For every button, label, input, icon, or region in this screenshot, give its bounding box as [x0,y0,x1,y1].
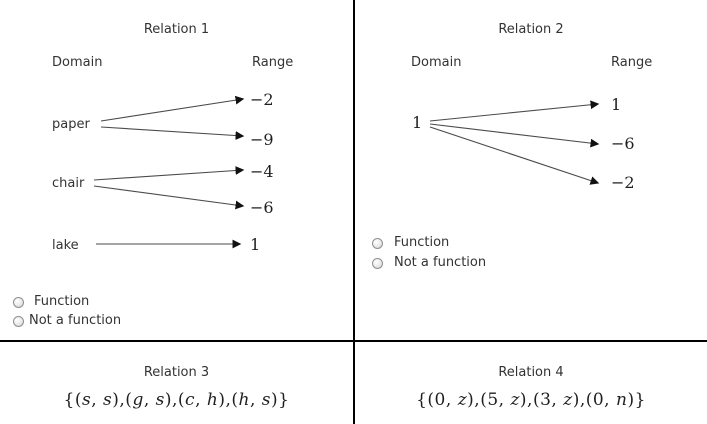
mapping-arrows [429,100,600,185]
arrow-1-neg6 [429,123,600,148]
relation-2-not-a-function-radio[interactable]: Not a function [372,256,486,270]
relation-2-panel: Relation 2 Domain Range 1 1 −6 −2 Functi… [355,0,707,340]
radio-icon[interactable] [13,315,24,327]
relation-4-panel: Relation 4 {(0, z),(5, z),(3, z),(0, n)} [355,342,707,424]
range-header: Range [252,55,294,70]
range-item: −9 [250,130,274,149]
domain-item: chair [52,176,85,191]
domain-item: lake [52,238,79,253]
arrow-chair-neg6 [93,185,245,210]
arrow-1-1 [429,100,600,122]
arrow-paper-neg2 [100,95,245,122]
range-item: 1 [611,95,622,114]
set-notation: {(0, z),(5, z),(3, z),(0, n)} [416,390,646,410]
radio-icon[interactable] [372,237,383,249]
set-notation: {(s, s),(g, s),(c, h),(h, s)} [63,390,290,410]
mapping-arrows [93,95,245,249]
relation-3-title: Relation 3 [143,365,210,380]
domain-header: Domain [52,55,103,70]
radio-label: Function [34,294,90,309]
range-item: 1 [250,235,261,254]
relation-1-title: Relation 1 [143,22,210,37]
relation-1-function-radio[interactable]: Function [13,295,89,309]
arrow-1-neg2 [429,126,600,185]
relation-1-panel: Relation 1 Domain Range paper chair lake… [0,0,353,340]
radio-icon[interactable] [13,296,24,308]
arrow-paper-neg9 [100,126,245,140]
range-item: −6 [250,198,274,217]
radio-label: Not a function [29,313,122,328]
relation-2-title: Relation 2 [498,22,564,37]
relation-3-panel: Relation 3 {(s, s),(g, s),(c, h),(h, s)} [0,342,353,424]
radio-icon[interactable] [372,257,383,269]
relation-4-title: Relation 4 [498,365,564,380]
radio-label: Not a function [394,255,487,270]
range-item: −4 [250,162,274,181]
arrow-chair-neg4 [93,166,245,181]
vertical-divider [353,0,355,424]
range-item: −2 [611,173,635,192]
domain-item: paper [52,117,90,132]
radio-label: Function [394,235,450,250]
range-item: −2 [250,90,274,109]
range-item: −6 [611,134,635,153]
horizontal-divider [0,340,707,342]
range-header: Range [611,55,653,70]
relation-2-function-radio[interactable]: Function [372,236,449,250]
domain-header: Domain [411,55,462,70]
domain-item: 1 [412,113,423,132]
relation-1-not-a-function-radio[interactable]: Not a function [13,314,121,328]
